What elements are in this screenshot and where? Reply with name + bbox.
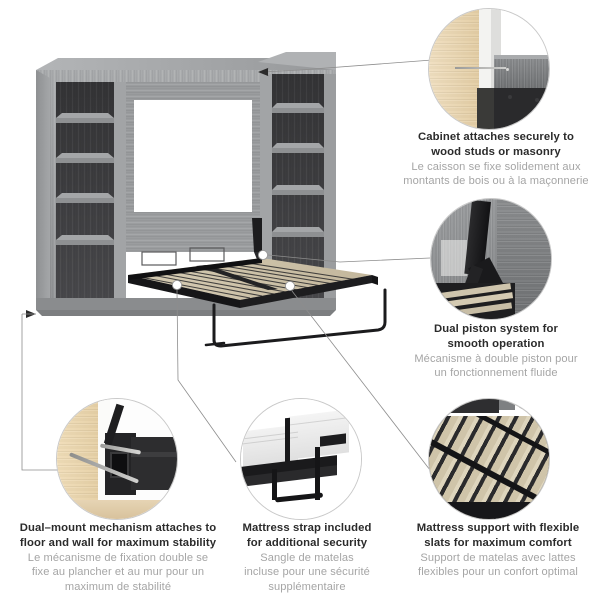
caption-fr-wall-mount: Le caisson se fixe solidement aux montan… <box>403 161 589 188</box>
detail-photo-flexible-slats <box>428 398 550 520</box>
bed-platform <box>128 247 387 348</box>
detail-photo-wall-mount <box>428 8 550 130</box>
callout-dot-deck-left <box>171 279 183 291</box>
caption-en-flexible-slats: Mattress support with flexible slats for… <box>416 522 580 549</box>
caption-wall-mount: Cabinet attaches securely to wood studs … <box>392 130 600 189</box>
caption-fr-dual-mount: Le mécanisme de fixation double se fixe … <box>27 552 209 593</box>
caption-fr-flexible-slats: Support de matelas avec lattes flexibles… <box>418 552 578 579</box>
detail-photo-mattress-strap <box>240 398 362 520</box>
caption-dual-mount: Dual–mount mechanism attaches to floor a… <box>4 521 232 594</box>
caption-flexible-slats: Mattress support with flexible slats for… <box>396 521 600 580</box>
caption-fr-dual-piston: Mécanisme à double piston pour un foncti… <box>414 353 578 380</box>
caption-en-dual-piston: Dual piston system for smooth operation <box>434 323 558 350</box>
caption-en-wall-mount: Cabinet attaches securely to wood studs … <box>418 131 574 158</box>
callout-dot-piston <box>257 249 269 261</box>
detail-photo-dual-piston <box>430 198 552 320</box>
caption-mattress-strap: Mattress strap included for additional s… <box>232 521 382 594</box>
caption-dual-piston: Dual piston system for smooth operation … <box>392 322 600 381</box>
caption-en-dual-mount: Dual–mount mechanism attaches to floor a… <box>19 522 217 549</box>
detail-photo-dual-mount <box>56 398 178 520</box>
caption-fr-mattress-strap: Sangle de matelas incluse pour une sécur… <box>244 552 370 593</box>
callout-dot-deck-right <box>284 280 296 292</box>
caption-en-mattress-strap: Mattress strap included for additional s… <box>242 522 372 549</box>
